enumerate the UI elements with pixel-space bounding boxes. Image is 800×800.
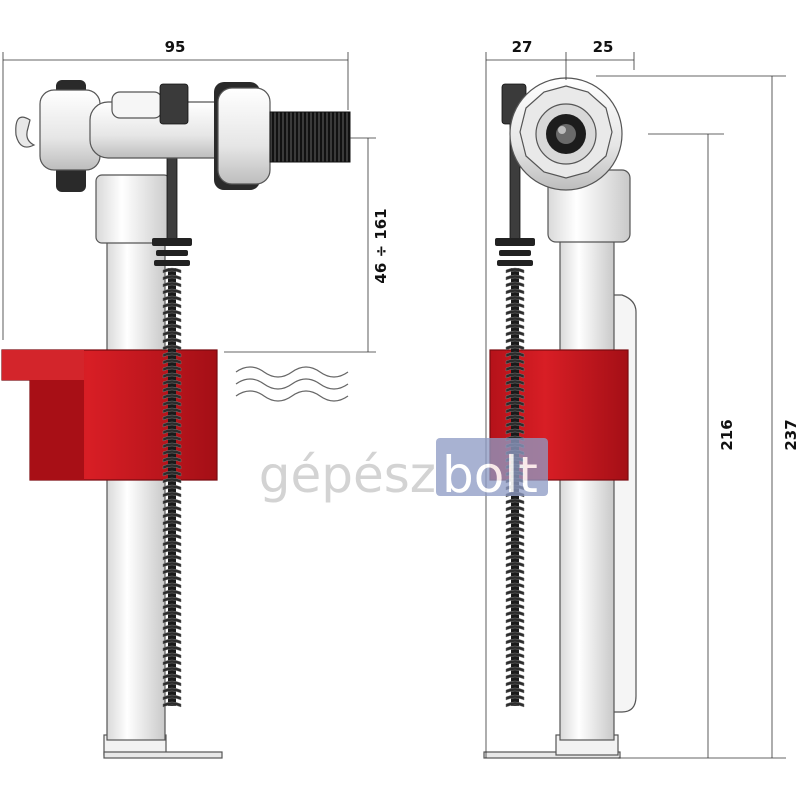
side-base-foot (483, 751, 621, 759)
front-valve-head (15, 80, 351, 192)
dimension-lines (2, 52, 786, 759)
watermark-logo: gépész bolt (259, 438, 548, 504)
front-adjust-disc-3 (154, 260, 190, 266)
side-view (483, 77, 637, 759)
front-threaded-rod (162, 267, 182, 708)
front-float (1, 349, 218, 481)
front-tube-collar (95, 174, 171, 244)
side-adjust-disc-3 (497, 260, 533, 266)
watermark-text-bolt: bolt (442, 446, 538, 504)
dim-side-right-width: 25 (593, 38, 614, 56)
side-main-tube (559, 239, 615, 741)
front-view (1, 80, 351, 759)
side-adjust-disc-2 (499, 250, 531, 256)
front-main-tube (106, 239, 166, 741)
watermark-text-gepesz: gépész (259, 446, 436, 504)
front-adjust-disc (152, 238, 192, 246)
front-base-foot (103, 751, 223, 759)
side-valve-head (501, 77, 623, 191)
side-adjust-disc (495, 238, 535, 246)
front-adjust-disc-2 (156, 250, 188, 256)
dim-adjust-range: 46 ÷ 161 (372, 208, 390, 283)
dim-side-left-width: 27 (512, 38, 533, 56)
dim-inner-height: 216 (718, 419, 736, 450)
dim-total-height: 237 (782, 419, 800, 450)
dim-overall-width: 95 (165, 38, 186, 56)
water-waves-icon (235, 366, 349, 402)
